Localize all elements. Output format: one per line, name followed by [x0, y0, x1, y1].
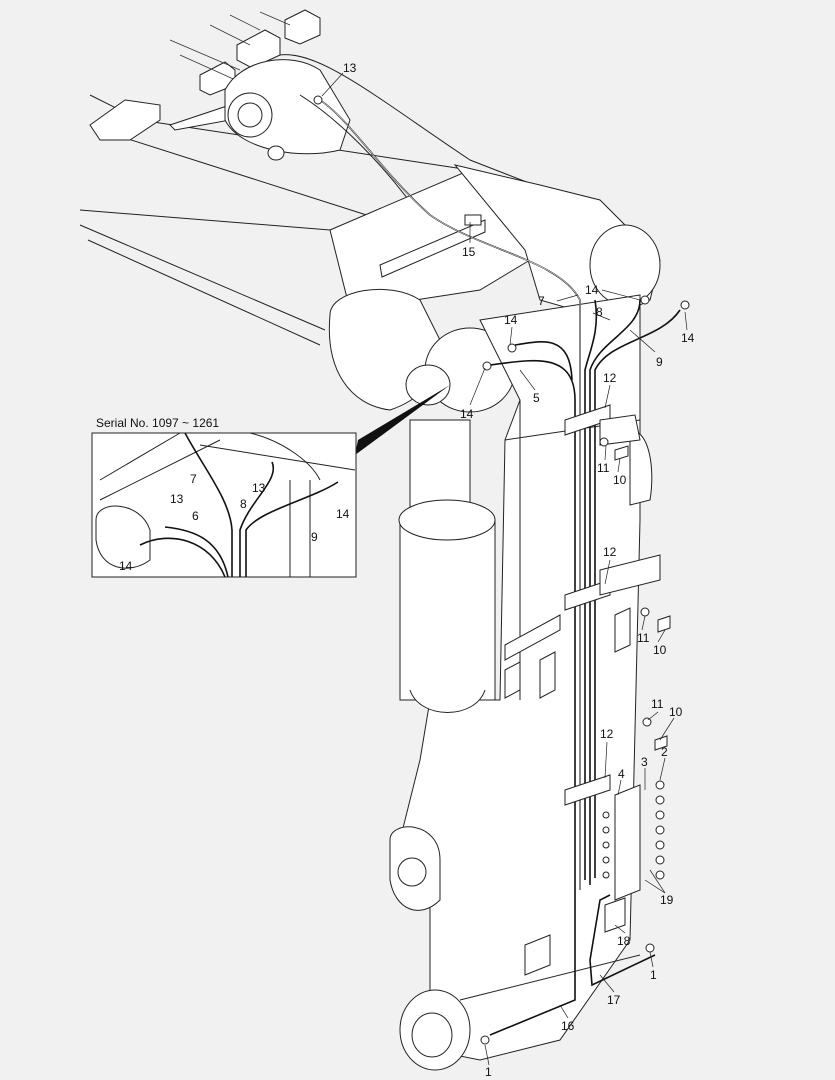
inset-callout-label: 13: [170, 492, 184, 506]
callout-label: 1: [485, 1065, 492, 1079]
callout-label: 11: [597, 461, 610, 475]
clamp-group: [564, 404, 661, 806]
callout-label: 4: [618, 767, 625, 781]
callout-label: 8: [596, 305, 603, 319]
inset-caption: Serial No. 1097 ~ 1261: [96, 416, 219, 430]
inset-callout-label: 6: [192, 509, 199, 523]
hose-routing: [313, 95, 690, 1045]
callout-label: 12: [603, 371, 617, 385]
callout-label: 11: [651, 697, 664, 711]
callout-label: 15: [462, 245, 476, 259]
callout-label: 12: [600, 727, 614, 741]
callout-label: 5: [533, 391, 540, 405]
inset-callout-label: 14: [336, 507, 350, 521]
boom-upper: [79, 9, 561, 346]
callout-label: 10: [653, 643, 667, 657]
inset-callout-label: 9: [311, 530, 318, 544]
bolts-washers: [599, 437, 671, 751]
callout-label: 16: [561, 1019, 575, 1033]
callout-label: 7: [538, 294, 545, 308]
callout-label: 10: [613, 473, 627, 487]
callout-label: 3: [641, 755, 648, 769]
inset-callout-label: 13: [252, 481, 266, 495]
inset-detail: Serial No. 1097 ~ 1261: [91, 385, 450, 578]
inset-callout-label: 7: [190, 472, 197, 486]
callout-label: 2: [661, 745, 668, 759]
callout-label: 14: [681, 331, 695, 345]
inset-callout-label: 14: [119, 559, 133, 573]
callout-label: 18: [617, 934, 631, 948]
arm-body: [389, 294, 653, 1071]
arm-top-bracket: [328, 164, 661, 413]
callout-label: 13: [343, 61, 357, 75]
manifold-block: [602, 780, 665, 933]
hose-clamp: [464, 214, 482, 226]
callout-label: 14: [585, 283, 599, 297]
callout-label: 1: [650, 968, 657, 982]
callout-label: 14: [460, 407, 474, 421]
callout-label: 12: [603, 545, 617, 559]
callout-labels: 13 15 7 8 14 14 14 5 9 14 12 11 10 12 11…: [343, 61, 695, 1079]
callout-label: 19: [660, 893, 674, 907]
callout-label: 9: [656, 355, 663, 369]
callout-label: 17: [607, 993, 621, 1007]
leader-lines: [321, 72, 688, 1066]
callout-label: 11: [637, 631, 650, 645]
callout-label: 14: [504, 313, 518, 327]
inset-callout-labels: 7 13 13 6 8 9 14 14: [119, 472, 350, 573]
inset-callout-label: 8: [240, 497, 247, 511]
callout-label: 10: [669, 705, 683, 719]
